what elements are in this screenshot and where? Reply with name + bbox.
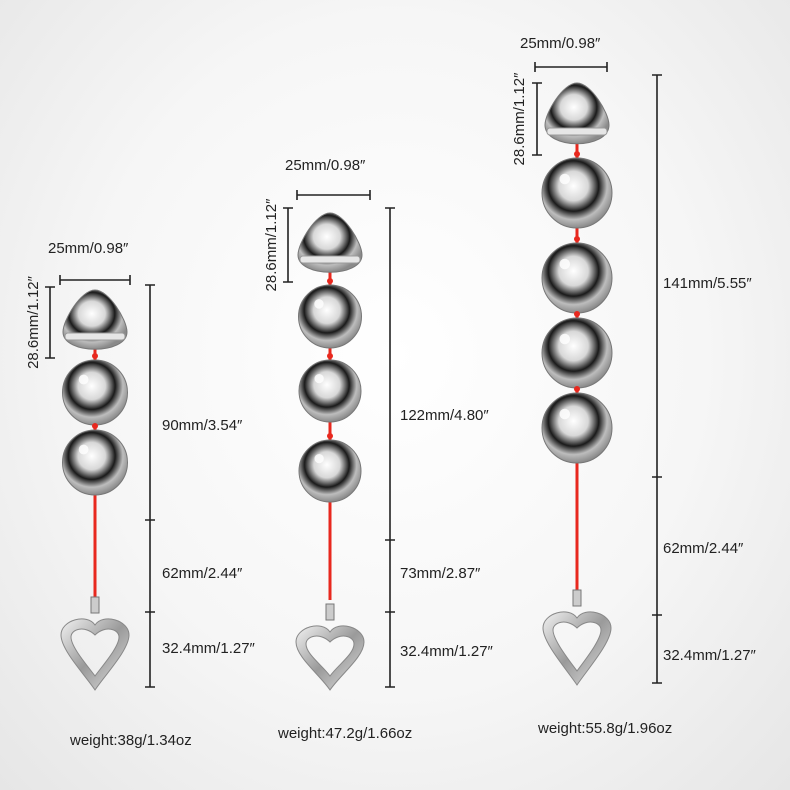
head-height-dimension-line — [283, 207, 293, 283]
ball-highlight — [559, 173, 570, 185]
beads-length-label: 90mm/3.54″ — [162, 417, 243, 434]
steel-ball — [298, 284, 362, 349]
handle-length-label: 32.4mm/1.27″ — [162, 640, 256, 657]
steel-ball — [298, 359, 362, 423]
cord-length-label: 62mm/2.44″ — [663, 540, 744, 557]
heart-handle — [542, 611, 612, 686]
head-height-dimension-line — [45, 286, 55, 359]
head-ring — [546, 127, 608, 136]
cord-knot — [327, 353, 333, 359]
steel-ball — [298, 439, 362, 503]
weight-label: weight:38g/1.34oz — [69, 732, 192, 749]
ball-highlight — [78, 444, 89, 455]
cord-clamp — [325, 603, 335, 621]
cord-knot — [574, 386, 580, 392]
head-height-dimension-line — [532, 82, 542, 156]
handle-length-label: 32.4mm/1.27″ — [663, 647, 757, 664]
cord-length-label: 73mm/2.87″ — [400, 565, 481, 582]
product-1: 25mm/0.98″ 28.6mm/1.12″ 90mm/3.54″ 62mm/2.4… — [25, 240, 256, 749]
ball-highlight — [559, 333, 570, 345]
head-height-label: 28.6mm/1.12″ — [263, 198, 280, 292]
width-label: 25mm/0.98″ — [520, 35, 601, 52]
cord-clamp — [572, 589, 582, 607]
steel-ball — [541, 392, 613, 464]
heart-handle — [60, 618, 130, 691]
head-height-label: 28.6mm/1.12″ — [511, 72, 528, 166]
steel-ball — [62, 429, 128, 496]
head-ring — [64, 332, 126, 341]
cord-knot — [327, 433, 333, 439]
width-dimension-line — [59, 275, 131, 285]
ball-highlight — [559, 258, 570, 270]
cord-clamp — [90, 596, 100, 614]
steel-ball — [541, 242, 613, 314]
handle-length-label: 32.4mm/1.27″ — [400, 643, 494, 660]
length-dimension-line — [652, 74, 662, 684]
width-dimension-line — [534, 62, 608, 72]
ball-highlight — [559, 408, 570, 420]
steel-ball — [541, 157, 613, 229]
width-label: 25mm/0.98″ — [285, 157, 366, 174]
width-label: 25mm/0.98″ — [48, 240, 129, 257]
head-height-label: 28.6mm/1.12″ — [25, 275, 42, 369]
length-dimension-line — [145, 284, 155, 688]
ball-highlight — [314, 373, 324, 384]
steel-ball — [62, 359, 128, 426]
heart-handle — [295, 625, 365, 691]
cord-knot — [574, 311, 580, 317]
cord-knot — [327, 278, 333, 284]
product-3: 25mm/0.98″ 28.6mm/1.12″ 141mm/5.55″ 62mm/2.… — [511, 35, 757, 737]
beads-length-label: 122mm/4.80″ — [400, 407, 489, 424]
ball-highlight — [314, 299, 324, 309]
weight-label: weight:47.2g/1.66oz — [277, 725, 412, 742]
cord-knot — [92, 353, 98, 359]
ball-highlight — [314, 453, 324, 464]
cord-knot — [574, 151, 580, 157]
product-2: 25mm/0.98″ 28.6mm/1.12″ 122mm/4.80″ 73mm/2.… — [263, 157, 494, 742]
length-dimension-line — [385, 207, 395, 688]
cord-length-label: 62mm/2.44″ — [162, 565, 243, 582]
cord-knot — [92, 423, 98, 429]
width-dimension-line — [296, 190, 371, 200]
beads-length-label: 141mm/5.55″ — [663, 275, 752, 292]
cord-knot — [574, 236, 580, 242]
steel-ball — [541, 317, 613, 389]
head-ring — [299, 255, 361, 264]
weight-label: weight:55.8g/1.96oz — [537, 720, 672, 737]
ball-highlight — [78, 374, 89, 385]
